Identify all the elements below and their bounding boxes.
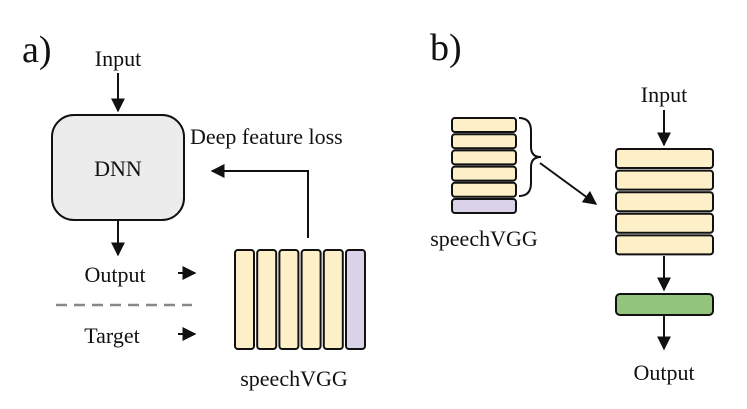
transfer-layers-arrow	[539, 162, 598, 205]
model-input-label: Input	[641, 82, 687, 107]
speechvgg-layer	[322, 249, 344, 350]
layer-group-brace	[518, 117, 542, 197]
transferred-layer	[615, 234, 714, 256]
panel-a: a) Input DNN Output Target speechVGG Dee…	[22, 29, 366, 391]
output-head-layer	[615, 293, 714, 316]
dnn-label: DNN	[94, 156, 142, 181]
source-layer	[451, 117, 517, 133]
dnn-input-label: Input	[95, 46, 141, 71]
deep-feature-loss-label: Deep feature loss	[190, 124, 343, 149]
speechvgg-layer	[234, 249, 255, 350]
target-label: Target	[84, 323, 139, 348]
speechvgg-layers-horizontal	[234, 249, 366, 350]
speechvgg-source-stack	[451, 117, 517, 214]
source-layer	[451, 181, 517, 198]
transferred-layer	[615, 148, 714, 169]
deep-feature-loss-arrow	[210, 164, 309, 238]
source-layer	[451, 149, 517, 166]
transferred-layer	[615, 212, 714, 234]
speechvgg-label-b: speechVGG	[430, 226, 538, 251]
transferred-layer	[615, 169, 714, 191]
source-final-layer	[451, 198, 517, 214]
dnn-output-label: Output	[84, 262, 145, 287]
panel-b: b) speechVGG Input Output	[430, 27, 714, 385]
panel-a-letter: a)	[22, 29, 52, 71]
speechvgg-layer	[256, 249, 278, 350]
speechvgg-final-layer	[345, 249, 366, 350]
panel-b-letter: b)	[430, 27, 462, 69]
speechvgg-layer	[300, 249, 322, 350]
speechvgg-layer	[278, 249, 300, 350]
transferred-layer-stack	[615, 148, 714, 256]
speechvgg-label-a: speechVGG	[240, 366, 348, 391]
model-output-label: Output	[633, 360, 694, 385]
source-layer	[451, 165, 517, 182]
source-layer	[451, 133, 517, 150]
transferred-layer	[615, 191, 714, 213]
